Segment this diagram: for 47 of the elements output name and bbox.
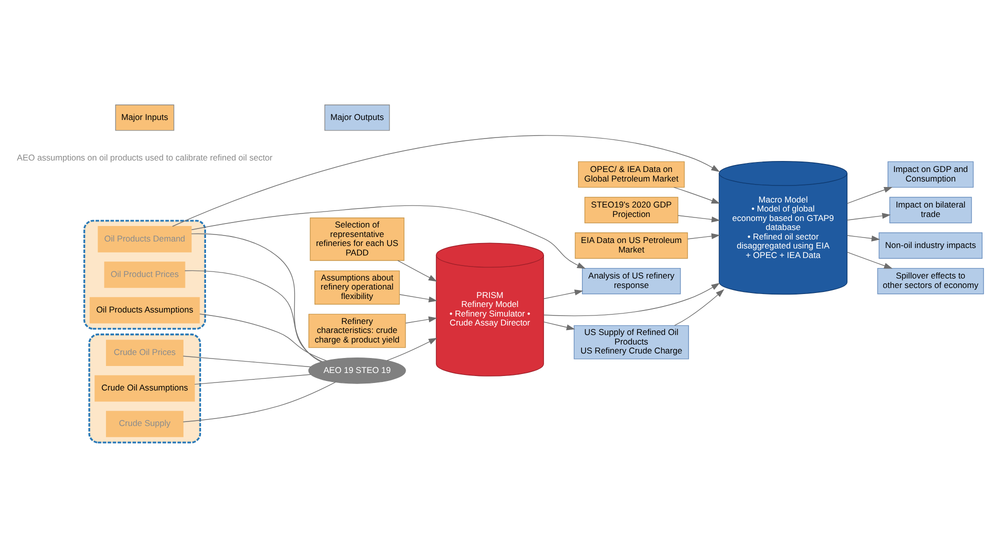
node-box: Impact on GDP and Consumption <box>888 160 974 188</box>
legend-label: Major Inputs <box>121 111 168 122</box>
connector <box>182 381 336 422</box>
arrow <box>678 214 720 222</box>
node-box: Oil Products Assumptions <box>90 296 200 323</box>
arrow <box>673 186 720 204</box>
connector <box>194 374 312 384</box>
node-box: Oil Product Prices <box>104 261 186 288</box>
node-box: US Supply of Refined Oil Products US Refinery Crude Charge <box>574 324 689 359</box>
arrow <box>846 186 893 204</box>
arrow <box>674 288 724 326</box>
node-box: Refinery characteristics: crude charge & product yield <box>308 313 406 348</box>
node-box: Analysis of US refinery response <box>582 267 681 294</box>
node-box: Non-oil industry impacts <box>878 232 982 258</box>
node-box: STEO19's 2020 GDP Projection <box>584 196 678 223</box>
connector <box>182 355 312 367</box>
arrow <box>846 212 891 220</box>
arrow <box>386 337 438 360</box>
node-box: Impact on bilateral trade <box>889 196 972 223</box>
node-box: Crude Supply <box>106 410 184 437</box>
arrow <box>543 282 720 316</box>
arrow <box>191 204 586 268</box>
connector <box>184 270 323 362</box>
arrow <box>687 232 720 239</box>
arrow <box>405 316 438 323</box>
node-box: Spillover effects to other sectors of economy <box>877 267 984 294</box>
arrow <box>172 134 720 226</box>
node-box: EIA Data on US Petroleum Market <box>574 232 688 258</box>
arrow <box>543 321 576 330</box>
arrow <box>543 289 584 299</box>
label: AEO assumptions on oil products used to calibrate refined oil sector <box>16 152 273 162</box>
node-box: Crude Oil Prices <box>106 339 184 366</box>
connector <box>199 313 327 361</box>
node-box: Selection of representative refineries for each US PADD <box>310 217 404 260</box>
cluster <box>83 219 206 330</box>
cluster <box>88 333 202 443</box>
arrow <box>846 234 880 241</box>
arrow <box>846 251 893 268</box>
node-box: Assumptions about refinery operational flexibility <box>314 270 400 304</box>
arrow <box>399 294 438 302</box>
node-box: Oil Products Demand <box>98 226 192 252</box>
node-box: OPEC/ & IEA Data on Global Petroleum Market <box>578 160 685 188</box>
node-ellipse: AEO 19 STEO 19 <box>308 357 406 384</box>
arrow <box>397 260 438 282</box>
connector <box>191 232 322 362</box>
node-box: Crude Oil Assumptions <box>94 374 195 402</box>
legend-label: Major Outputs <box>330 111 384 122</box>
